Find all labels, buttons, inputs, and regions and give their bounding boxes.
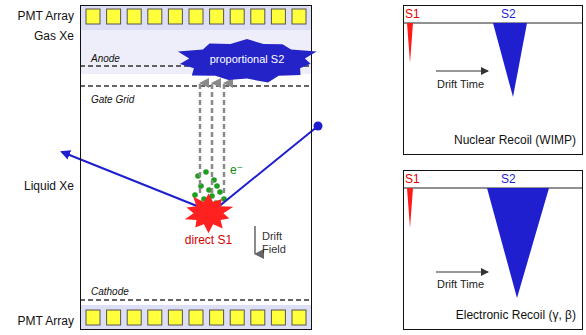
pmt bbox=[127, 9, 141, 24]
pmt bbox=[86, 9, 100, 24]
grid-label: Anode bbox=[91, 53, 120, 65]
pmt bbox=[127, 310, 141, 325]
panel-ground bbox=[403, 5, 583, 155]
pmt bbox=[292, 310, 306, 325]
panel-ground bbox=[403, 170, 583, 330]
region-label: PMT Array bbox=[0, 10, 74, 24]
pmt bbox=[271, 9, 285, 24]
drift-arrow bbox=[223, 83, 226, 193]
pmt bbox=[230, 310, 244, 325]
waveform-panel: S1 S2Drift TimeNuclear Recoil (WIMP) bbox=[403, 5, 583, 155]
time-arrow bbox=[436, 71, 488, 72]
signal-label: direct S1 bbox=[167, 234, 250, 248]
s2-pulse bbox=[487, 188, 549, 298]
grid-label: Cathode bbox=[91, 286, 129, 298]
particle-track bbox=[62, 126, 318, 212]
pmt bbox=[107, 9, 121, 24]
pmt bbox=[168, 9, 182, 24]
axis-label: Drift Time bbox=[437, 278, 484, 291]
s2-burst: proportional S2 bbox=[174, 39, 320, 83]
time-arrow bbox=[436, 272, 488, 273]
pmt bbox=[189, 9, 203, 24]
grid-label: Gate Grid bbox=[91, 94, 134, 106]
drift-arrow bbox=[211, 83, 214, 193]
region-label: Liquid Xe bbox=[0, 180, 74, 194]
panel-title: Nuclear Recoil (WIMP) bbox=[454, 134, 576, 148]
signal-name: S2 bbox=[501, 8, 516, 22]
pmt-band bbox=[80, 305, 312, 330]
drift-arrow bbox=[199, 83, 202, 193]
drift-field-arrow bbox=[254, 226, 256, 254]
s1-pulse bbox=[407, 188, 413, 228]
pmt bbox=[210, 9, 224, 24]
region-label: PMT Array bbox=[0, 315, 74, 329]
cathode-grid bbox=[80, 299, 312, 301]
pmt-band bbox=[80, 5, 312, 30]
pmt bbox=[292, 9, 306, 24]
signal-name: S2 bbox=[501, 173, 516, 187]
pmt bbox=[230, 9, 244, 24]
field-label: Drift Field bbox=[262, 230, 304, 255]
pmt bbox=[86, 310, 100, 325]
pmt bbox=[148, 9, 162, 24]
signal-name: S1 bbox=[405, 8, 420, 22]
signal-name: S1 bbox=[405, 173, 420, 187]
region-label: Gas Xe bbox=[0, 30, 74, 44]
signal-label: proportional S2 bbox=[174, 53, 320, 66]
gate-grid bbox=[80, 85, 312, 87]
s1-pulse bbox=[407, 23, 413, 63]
axis-label: Drift Time bbox=[437, 78, 484, 91]
pmt bbox=[271, 310, 285, 325]
pmt bbox=[148, 310, 162, 325]
waveform-panel: S1 S2Drift TimeElectronic Recoil (γ, β) bbox=[403, 170, 583, 330]
particle-source bbox=[314, 122, 323, 131]
s1-burst: direct S1 bbox=[167, 193, 250, 249]
detector-box: AnodeGate GridDrift FieldCathodeproporti… bbox=[80, 5, 312, 330]
panel-title: Electronic Recoil (γ, β) bbox=[456, 309, 576, 323]
s2-pulse bbox=[493, 23, 527, 97]
electron-label: e⁻ bbox=[230, 164, 243, 178]
pmt bbox=[189, 310, 203, 325]
pmt bbox=[251, 310, 265, 325]
pmt bbox=[251, 9, 265, 24]
pmt bbox=[168, 310, 182, 325]
pmt bbox=[107, 310, 121, 325]
pmt bbox=[210, 310, 224, 325]
